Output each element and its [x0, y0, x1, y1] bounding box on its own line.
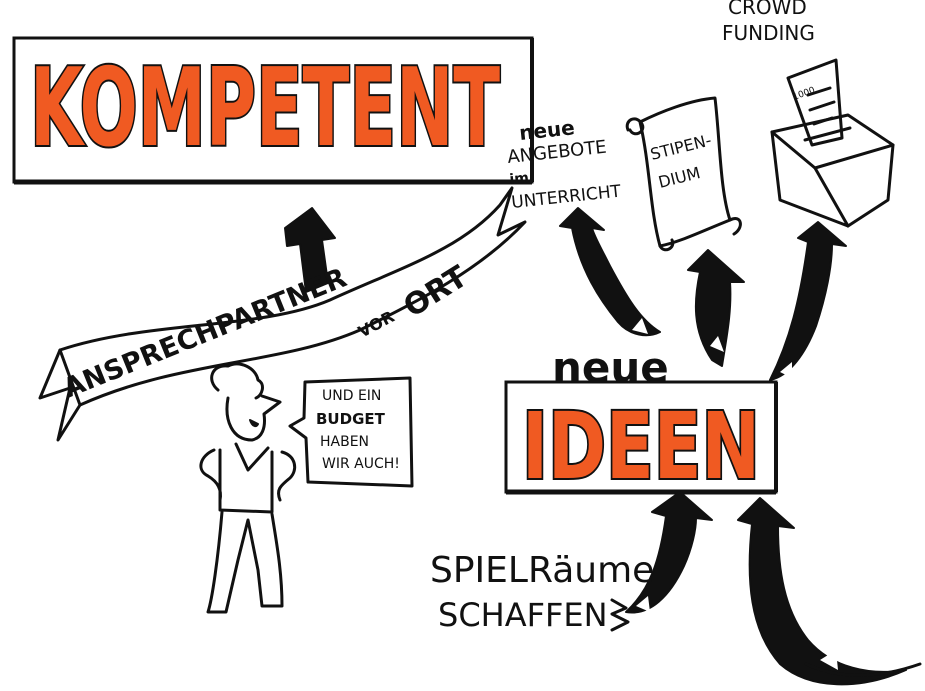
stipendium-line2: DIUM: [656, 163, 702, 192]
crowdfunding-ballot-box-icon: 1000: [770, 58, 895, 228]
person-figure: [199, 362, 297, 614]
arrow-to-stipendium-icon: [687, 249, 745, 367]
ideen-box: neue IDEEN: [504, 343, 778, 502]
spielraeume-line2: SCHAFFEN: [438, 596, 608, 634]
ansprechpartner-banner: ANSPRECHPARTNER VOR ORT: [38, 186, 527, 442]
ideen-word: IDEEN: [522, 393, 760, 500]
speech-line1: UND EIN: [322, 388, 381, 404]
neue-angebote-line1: neue: [518, 115, 576, 145]
crowdfunding-line2: FUNDING: [722, 21, 815, 45]
arrow-big-tail-icon: [737, 497, 922, 686]
speech-bubble: UND EIN BUDGET HABEN WIR AUCH!: [288, 376, 414, 488]
arrow-to-angebote-icon: [559, 207, 661, 337]
speech-line3: HABEN: [320, 434, 369, 450]
arrow-spielraeume-icon: [625, 491, 713, 614]
banner-suffix-small: VOR: [355, 307, 397, 342]
neue-angebote-line4: UNTERRICHT: [510, 182, 622, 213]
spielraeume-line1: SPIELRäume: [430, 550, 654, 591]
crowdfunding-line1: CROWD: [728, 0, 807, 19]
spielraeume-label: SPIELRäume SCHAFFEN: [430, 550, 654, 634]
arrow-to-crowdfunding-icon: [769, 221, 847, 381]
arrow-up-to-kompetent-icon: [284, 207, 336, 293]
stipendium-scroll-icon: STIPEN- DIUM: [625, 96, 742, 252]
neue-angebote-label: neue ANGEBOTE im UNTERRICHT: [506, 115, 622, 213]
speech-line4: WIR AUCH!: [322, 456, 400, 472]
kompetent-box: KOMPETENT: [12, 36, 534, 185]
banner-suffix-big: ORT: [398, 259, 474, 325]
kompetent-title: KOMPETENT: [30, 46, 500, 171]
stipendium-line1: STIPEN-: [648, 130, 713, 163]
neue-angebote-line3: im: [509, 170, 530, 188]
speech-line2: BUDGET: [316, 410, 386, 428]
